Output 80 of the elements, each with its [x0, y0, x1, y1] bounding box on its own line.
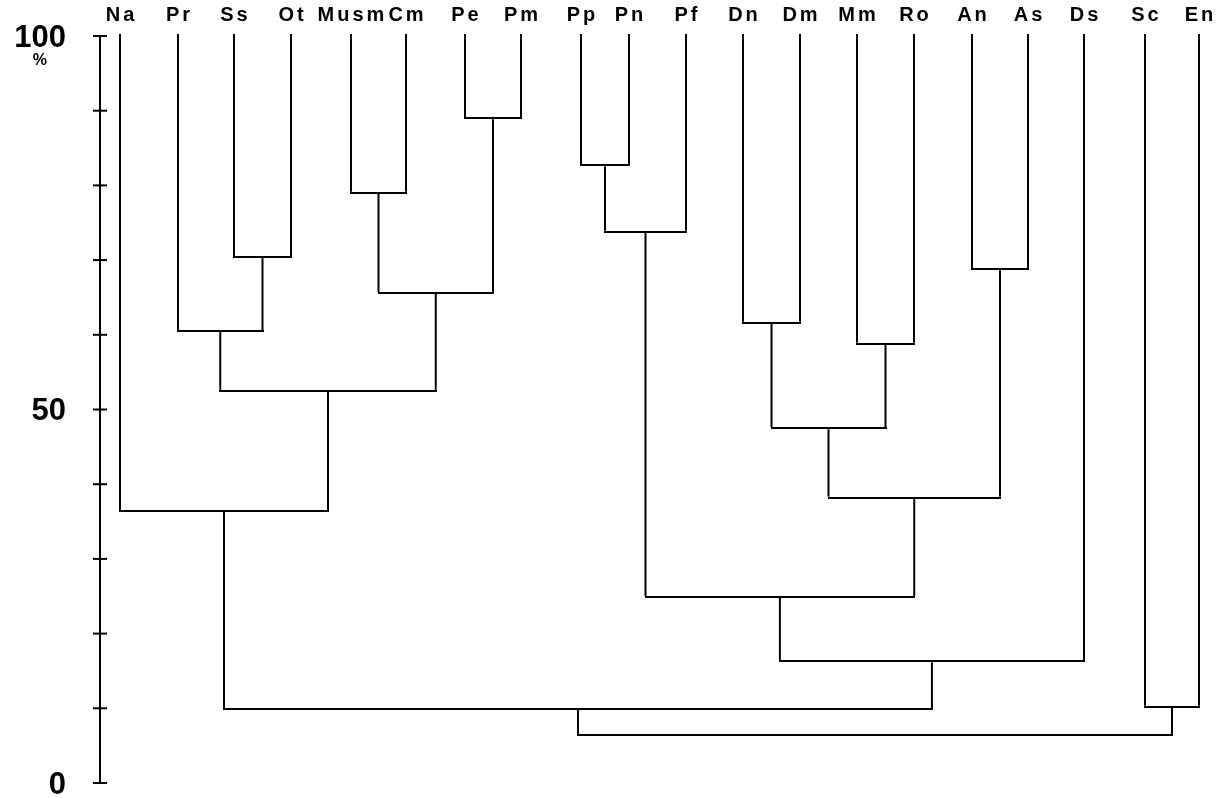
taxon-label: Cm	[385, 4, 427, 24]
dendrogram-branch	[464, 33, 466, 119]
dendrogram-branch	[884, 343, 887, 429]
dendrogram-branch	[233, 33, 235, 258]
axis-tick-label: 0	[48, 767, 66, 798]
merge-bar	[827, 496, 1001, 499]
dendrogram-branch	[999, 269, 1001, 498]
taxon-label: Pf	[671, 4, 701, 24]
merge-bar	[576, 734, 1173, 737]
dendrogram-branch	[377, 192, 380, 293]
taxon-label: An	[954, 4, 990, 24]
axis-tick-label: 100	[14, 20, 66, 52]
axis-tick-label: 50	[31, 394, 66, 425]
merge-bar	[377, 291, 494, 294]
taxon-label: Pn	[611, 4, 647, 24]
dendrogram-branch	[492, 118, 494, 293]
merge-bar	[580, 164, 630, 167]
taxon-label: Pr	[162, 4, 194, 24]
dendrogram-branch	[827, 428, 830, 498]
dendrogram-branch	[520, 33, 522, 119]
dendrogram-branch	[913, 497, 916, 597]
taxon-label: Musm	[314, 4, 388, 24]
dendrogram-branch	[913, 33, 915, 344]
merge-bar	[742, 321, 801, 324]
merge-bar	[971, 268, 1029, 271]
dendrogram-branch	[778, 597, 781, 662]
dendrogram-branch	[350, 33, 352, 193]
merge-bar	[350, 191, 407, 194]
taxon-label: Mm	[835, 4, 879, 24]
dendrogram-branch	[628, 33, 630, 166]
taxon-label: Ds	[1066, 4, 1102, 24]
dendrogram-branch	[119, 33, 121, 512]
taxon-label: Na	[102, 4, 138, 24]
dendrogram-branch	[1027, 33, 1029, 270]
merge-bar	[464, 117, 522, 120]
taxon-label: Dn	[725, 4, 761, 24]
merge-bar	[233, 256, 292, 259]
dendrogram-branch	[1198, 33, 1200, 707]
dendrogram-branch	[290, 33, 292, 258]
dendrogram-branch	[644, 231, 647, 597]
merge-bar	[1144, 705, 1200, 708]
merge-bar	[219, 389, 437, 392]
dendrogram-branch	[685, 33, 687, 232]
merge-bar	[770, 427, 887, 430]
dendrogram-branch	[856, 33, 858, 344]
dendrogram-branch	[971, 33, 973, 270]
merge-bar	[223, 708, 933, 711]
taxon-label: As	[1010, 4, 1046, 24]
merge-bar	[119, 510, 329, 513]
taxon-label: Sc	[1128, 4, 1162, 24]
merge-bar	[856, 342, 915, 345]
taxon-label: En	[1181, 4, 1217, 24]
taxon-label: Ss	[217, 4, 251, 24]
taxon-label: Pe	[448, 4, 482, 24]
dendrogram-branch	[434, 292, 437, 391]
dendrogram-branch	[219, 331, 222, 391]
dendrogram-branch	[576, 709, 579, 736]
dendrogram-branch	[930, 661, 933, 710]
dendrogram-branch	[799, 33, 801, 323]
dendrogram-branch	[770, 322, 773, 429]
dendrogram-branch	[1171, 706, 1173, 736]
taxon-label: Ro	[896, 4, 932, 24]
merge-bar	[778, 660, 1085, 663]
dendrogram-branch	[604, 165, 606, 232]
taxon-label: Pm	[500, 4, 542, 24]
dendrogram-branch	[261, 257, 264, 332]
axis-unit: %	[32, 52, 47, 68]
dendrogram-branch	[405, 33, 407, 193]
taxon-label: Ot	[275, 4, 307, 24]
taxon-label: Dm	[779, 4, 821, 24]
dendrogram-branch	[327, 390, 329, 512]
taxon-label: Pp	[563, 4, 599, 24]
dendrogram-branch	[742, 33, 744, 323]
merge-bar	[177, 330, 264, 333]
merge-bar	[604, 230, 687, 233]
dendrogram-branch	[177, 33, 179, 332]
dendrogram-branch	[223, 511, 225, 710]
dendrogram-branch	[580, 33, 582, 166]
dendrogram-branch	[1083, 33, 1085, 662]
dendrogram-branch	[1144, 33, 1146, 707]
